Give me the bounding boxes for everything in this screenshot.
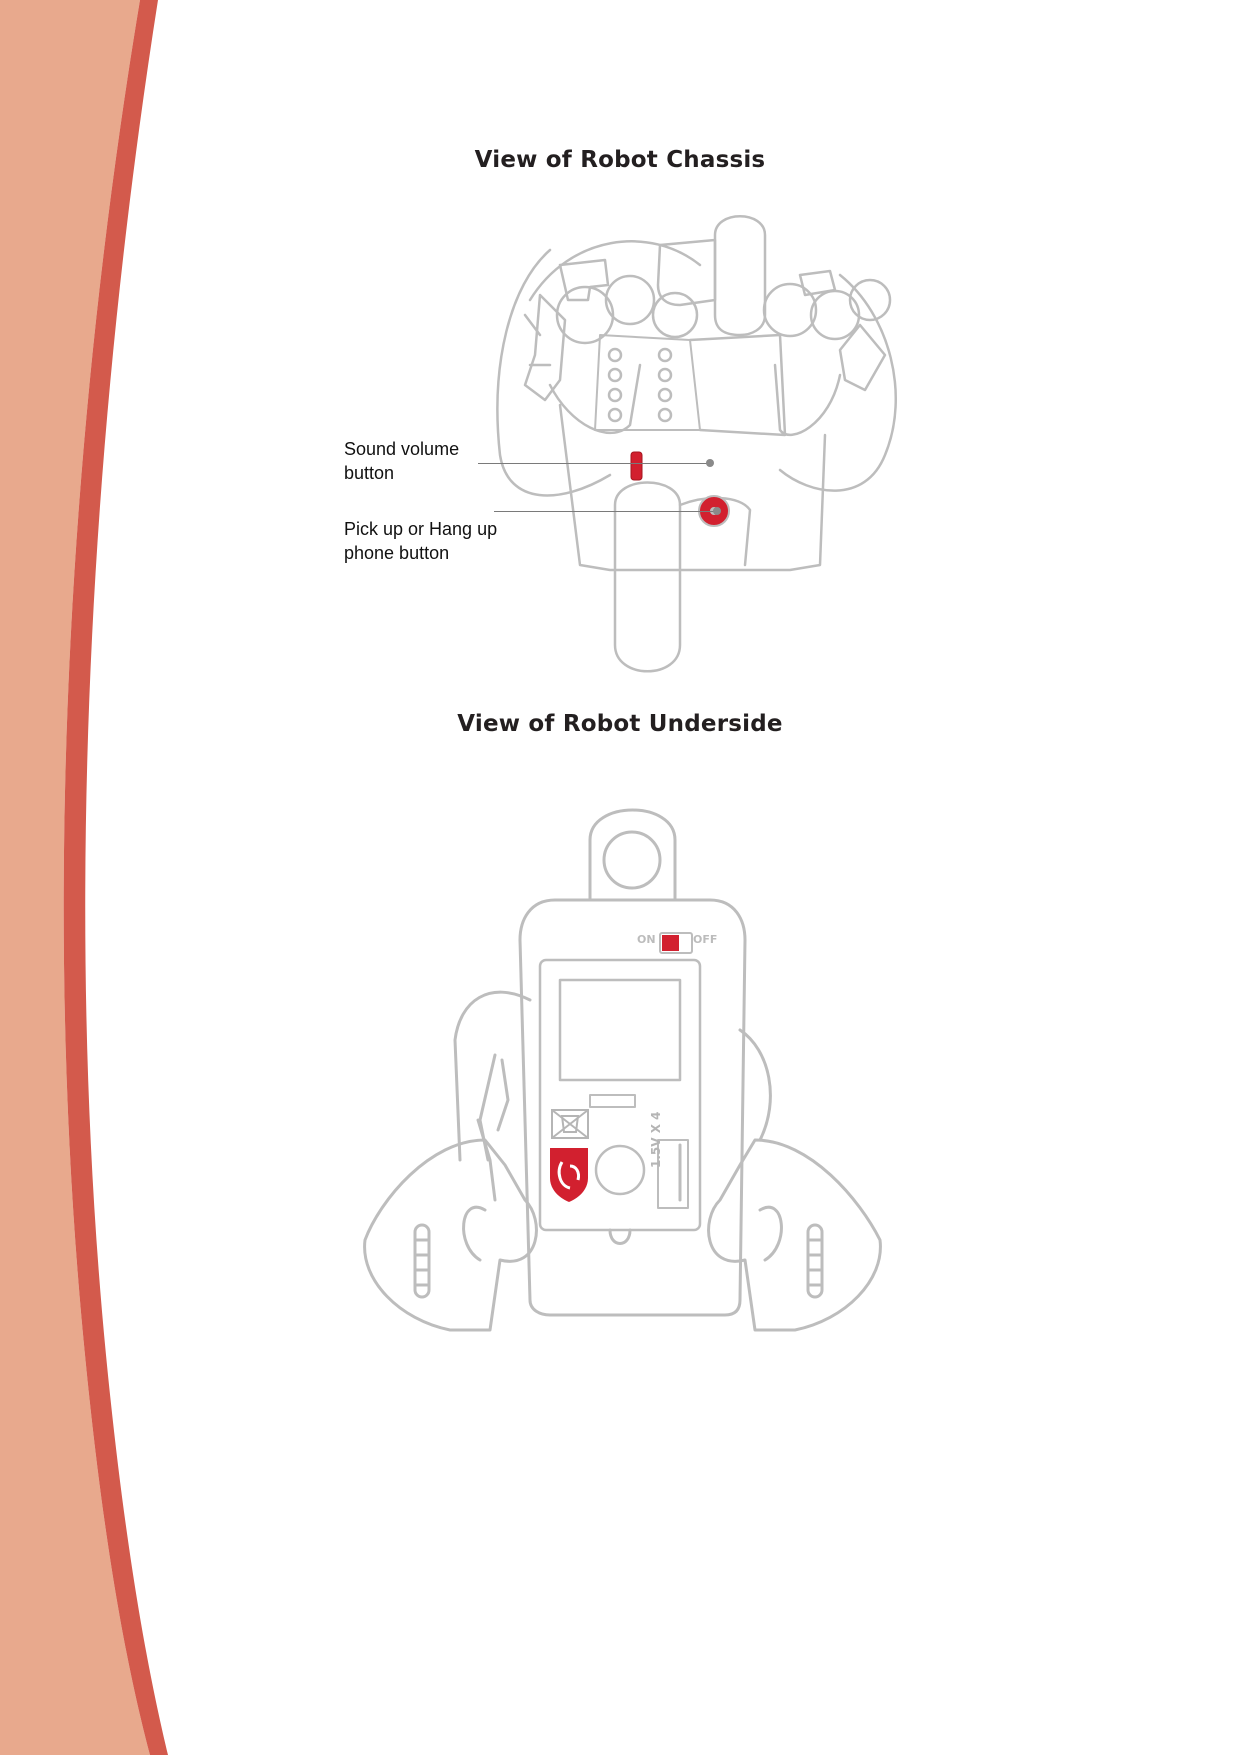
front-foot — [613, 481, 682, 673]
battery-compartment — [538, 958, 702, 1232]
sound-volume-callout-line2: button — [344, 463, 395, 483]
pickup-leader-dot — [713, 507, 721, 515]
battery-window — [558, 978, 682, 1082]
pickup-leader-line — [494, 511, 717, 512]
top-knob — [588, 808, 677, 902]
right-wheel-pod — [707, 1138, 882, 1332]
lower-body — [558, 403, 827, 572]
sound-volume-callout-line1: Sound volume — [344, 439, 460, 459]
power-off-label: OFF — [693, 933, 718, 946]
crossed-bin-icon — [551, 1109, 589, 1139]
pickup-callout-line2: phone button — [344, 543, 450, 563]
sound-volume-callout: Sound volume button — [344, 437, 494, 485]
sound-volume-leader-dot — [706, 459, 714, 467]
sound-volume-button[interactable] — [630, 451, 643, 481]
power-on-label: ON — [637, 933, 656, 946]
power-switch-knob[interactable] — [662, 935, 679, 951]
right-arm — [838, 323, 887, 392]
pickup-callout: Pick up or Hang up phone button — [344, 517, 534, 565]
screw-hole — [594, 1144, 646, 1196]
left-arm — [523, 293, 567, 402]
top-column — [713, 215, 767, 337]
body-shell — [518, 898, 747, 1317]
battery-rating-label: 1.5V X 4 — [649, 1111, 663, 1168]
pickup-callout-line1: Pick up or Hang up — [344, 519, 498, 539]
cable-left — [496, 248, 612, 497]
side-band-decoration — [0, 0, 168, 1755]
underside-view-heading: View of Robot Underside — [457, 711, 783, 737]
left-wheel-pod — [363, 1138, 538, 1332]
sound-volume-leader-line — [478, 463, 711, 464]
head-block — [656, 238, 717, 307]
ce-mark-icon — [550, 1148, 588, 1202]
robot-underside-illustration — [363, 808, 882, 1332]
chassis-view-heading: View of Robot Chassis — [474, 147, 766, 173]
robot-chassis-illustration — [496, 215, 897, 673]
